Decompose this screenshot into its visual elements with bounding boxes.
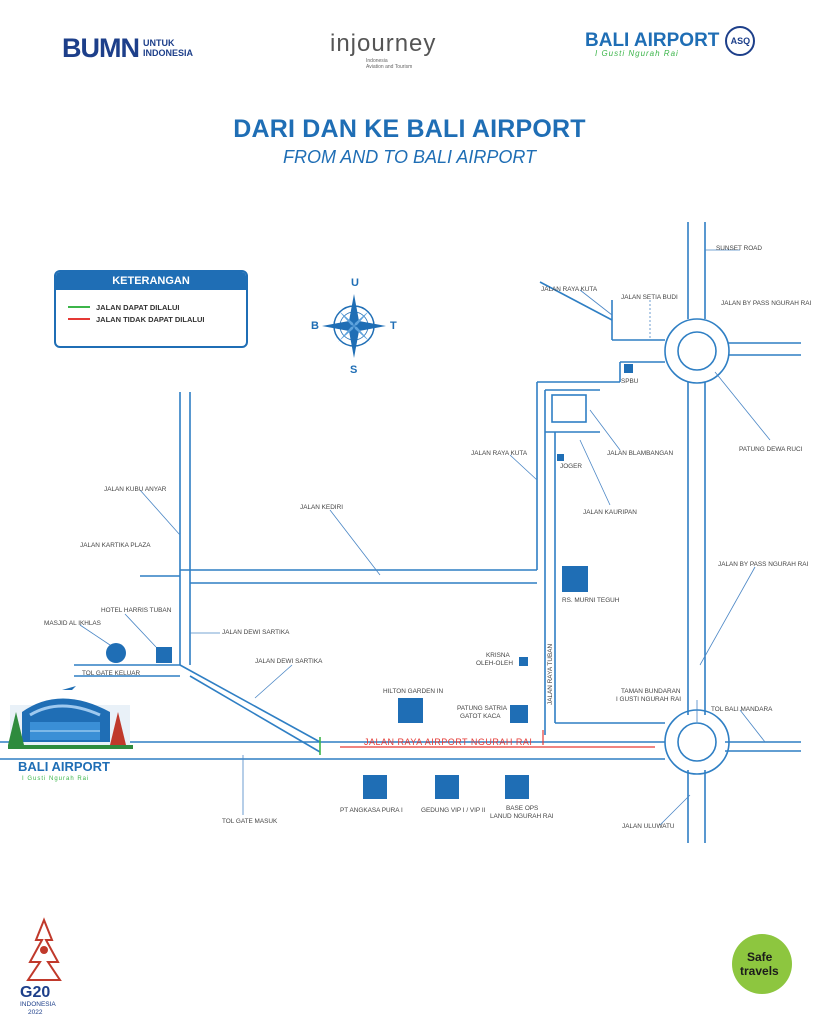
label-jalan-by-pass-top: JALAN BY PASS NGURAH RAI <box>721 300 812 307</box>
label-patung-satria-1: PATUNG SATRIA <box>457 705 508 712</box>
g20-line1: INDONESIA <box>20 1001 56 1008</box>
label-jalan-dewi-sartika-1: JALAN DEWI SARTIKA <box>222 629 290 636</box>
label-jalan-kediri: JALAN KEDIRI <box>300 504 343 511</box>
injourney-sub-1: Indonesia <box>366 58 388 64</box>
bumn-tag-2: INDONESIA <box>143 48 194 58</box>
legend-label: JALAN TIDAK DAPAT DILALUI <box>96 314 205 324</box>
legend: KETERANGAN JALAN DAPAT DILALUI JALAN TID… <box>54 270 248 348</box>
compass-west: B <box>311 320 319 332</box>
g20-logo <box>26 917 62 981</box>
label-pt-angkasa: PT ANGKASA PURA I <box>340 807 403 814</box>
legend-item: JALAN DAPAT DILALUI <box>68 302 246 312</box>
legend-item: JALAN TIDAK DAPAT DILALUI <box>68 314 246 324</box>
green-line-swatch <box>68 306 90 308</box>
label-jalan-by-pass-right: JALAN BY PASS NGURAH RAI <box>718 561 809 568</box>
label-jalan-kubu-anyar: JALAN KUBU ANYAR <box>104 486 167 493</box>
label-jalan-raya-kuta-mid: JALAN RAYA KUTA <box>471 450 528 457</box>
bumn-logo: BUMN UNTUK INDONESIA <box>62 32 194 63</box>
label-krisna-2: OLEH-OLEH <box>476 660 513 667</box>
compass-south: S <box>350 364 357 376</box>
label-tol-gate-keluar: TOL GATE KELUAR <box>82 670 141 677</box>
masjid-marker <box>106 643 126 663</box>
injourney-logo: injourney Indonesia Aviation and Tourism <box>330 30 470 70</box>
airport-building-illustration <box>8 686 133 749</box>
compass-east: T <box>390 320 397 332</box>
leader-lines <box>79 249 771 826</box>
label-jalan-raya-kuta-top: JALAN RAYA KUTA <box>541 286 598 293</box>
label-gedung-vip: GEDUNG VIP I / VIP II <box>421 807 486 814</box>
injourney-sub-2: Aviation and Tourism <box>366 64 413 70</box>
label-jalan-kartika-plaza: JALAN KARTIKA PLAZA <box>80 542 151 549</box>
hilton-marker <box>398 698 423 723</box>
label-jalan-blambangan: JALAN BLAMBANGAN <box>607 450 673 457</box>
hotel-harris-marker <box>156 647 172 663</box>
label-jalan-kauripan: JALAN KAURIPAN <box>583 509 637 516</box>
bumn-mark: BUMN <box>62 32 140 63</box>
label-krisna-1: KRISNA <box>486 652 511 659</box>
label-jalan-raya-airport: JALAN RAYA AIRPORT NGURAH RAI <box>364 737 532 747</box>
label-taman-1: TAMAN BUNDARAN <box>621 688 681 695</box>
patung-satria-marker <box>510 705 528 723</box>
base-ops-marker <box>505 775 529 799</box>
label-spbu: SPBU <box>621 378 639 385</box>
label-patung-satria-2: GATOT KACA <box>460 713 501 720</box>
label-jalan-setia-budi: JALAN SETIA BUDI <box>621 294 678 301</box>
pt-angkasa-marker <box>363 775 387 799</box>
rs-murni-teguh-marker <box>562 566 588 592</box>
building-markers <box>106 364 633 799</box>
red-line-swatch <box>68 318 90 320</box>
asq-badge: ASQ <box>725 26 756 56</box>
safe-travels-badge <box>732 934 792 994</box>
label-masjid: MASJID AL IKHLAS <box>44 620 101 627</box>
joger-marker <box>557 454 564 461</box>
label-hotel-harris: HOTEL HARRIS TUBAN <box>101 607 172 614</box>
g20-line2: 2022 <box>28 1009 43 1016</box>
safe-travels-line1: Safe <box>747 950 773 964</box>
label-base-ops-2: LANUD NGURAH RAI <box>490 813 554 820</box>
legend-heading: KETERANGAN <box>56 272 246 290</box>
label-patung-dewa-ruci: PATUNG DEWA RUCI <box>739 446 803 453</box>
airport-logo-sub: I Gusti Ngurah Rai <box>22 776 89 782</box>
safe-travels-line2: travels <box>740 964 779 978</box>
label-jalan-dewi-sartika-2: JALAN DEWI SARTIKA <box>255 658 323 665</box>
compass-north: U <box>351 277 359 289</box>
bali-airport-name: BALI AIRPORT <box>585 30 720 51</box>
page-subtitle: FROM AND TO BALI AIRPORT <box>282 147 537 167</box>
label-tol-gate-masuk: TOL GATE MASUK <box>222 818 278 825</box>
bali-airport-sub: I Gusti Ngurah Rai <box>595 49 679 58</box>
legend-label: JALAN DAPAT DILALUI <box>96 302 180 312</box>
airport-logo-name: BALI AIRPORT <box>18 759 110 774</box>
label-sunset-road: SUNSET ROAD <box>716 245 762 252</box>
label-jalan-uluwatu: JALAN ULUWATU <box>622 823 675 830</box>
gedung-vip-marker <box>435 775 459 799</box>
bali-airport-header-logo: BALI AIRPORT ASQ I Gusti Ngurah Rai <box>585 26 765 58</box>
spbu-marker <box>624 364 633 373</box>
label-base-ops-1: BASE OPS <box>506 805 538 812</box>
injourney-name: injourney <box>330 30 437 57</box>
label-joger: JOGER <box>560 463 582 470</box>
page-title: DARI DAN KE BALI AIRPORT <box>233 115 586 143</box>
label-tol-bali-mandara: TOL BALI MANDARA <box>711 706 773 713</box>
bumn-tag-1: UNTUK <box>143 38 175 48</box>
compass-rose-icon <box>322 294 386 358</box>
road-network <box>0 222 801 843</box>
label-jalan-raya-tuban: JALAN RAYA TUBAN <box>547 644 554 705</box>
g20-mark: G20 <box>20 984 50 1001</box>
krisna-marker <box>519 657 528 666</box>
label-rs-murni-teguh: RS. MURNI TEGUH <box>562 597 620 604</box>
label-hilton: HILTON GARDEN IN <box>383 688 444 695</box>
label-taman-2: I GUSTI NGURAH RAI <box>616 696 681 703</box>
